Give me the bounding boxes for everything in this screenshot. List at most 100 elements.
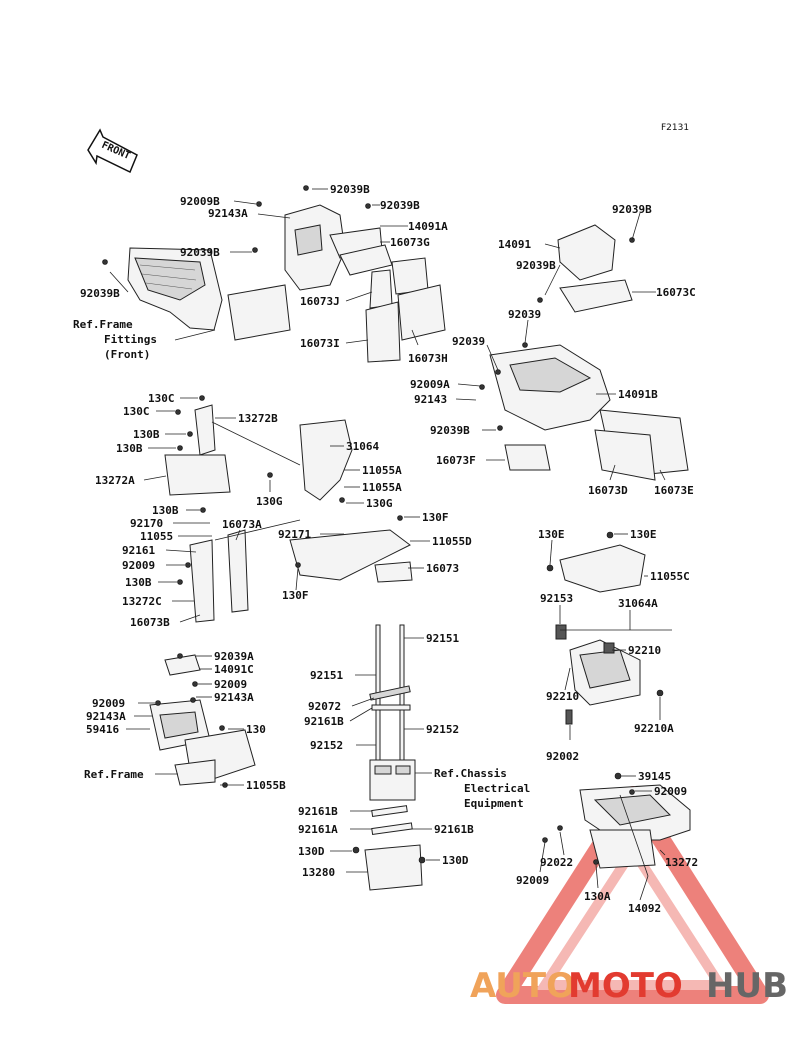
reference-line: (Front) [104,348,150,361]
part-label: 130D [442,854,469,867]
part-label: 11055B [246,779,286,792]
part-label: 130E [630,528,657,541]
part-label: 130B [116,442,143,455]
part-label: 92161B [434,823,474,836]
left-bracket-group [164,395,413,623]
part-label: 130E [538,528,565,541]
part-label: 92151 [310,669,343,682]
part-label: 59416 [86,723,119,736]
part-label: 16073 [426,562,459,575]
part-label: 92009 [92,697,125,710]
part-label: 92161A [298,823,338,836]
part-label: 39145 [638,770,671,783]
part-label: 13272 [665,856,698,869]
part-label: 130B [133,428,160,441]
part-label: 16073C [656,286,696,299]
part-label: 92022 [540,856,573,869]
part-label: 11055A [362,464,402,477]
reference-notes: Ref.Frame Fittings (Front) Ref.Frame Ref… [73,318,530,810]
part-label: 92151 [426,632,459,645]
diagram-code: F2131 [661,123,689,133]
part-label: 92009 [214,678,247,691]
part-label: 130B [125,576,152,589]
part-label: 130C [148,392,175,405]
part-label: 16073I [300,337,340,350]
part-label: 92039A [214,650,254,663]
part-label: 13272C [122,595,162,608]
part-label: 92039B [330,183,370,196]
watermark-part2: MOTO [568,966,683,1006]
part-label: 92039 [508,308,541,321]
reference-line: Ref.Chassis [434,767,507,780]
part-label: 130 [246,723,266,736]
reference-line: Equipment [464,797,524,810]
part-label: 14092 [628,902,661,915]
part-label: 13272A [95,474,135,487]
part-label: 92170 [130,517,163,530]
part-label: 130G [366,497,393,510]
part-label: 11055A [362,481,402,494]
part-label: 92039B [80,287,120,300]
part-label: 92039 [452,335,485,348]
part-label: 16073F [436,454,476,467]
front-arrow-icon: FRONT [87,128,138,174]
part-label: 92143A [214,691,254,704]
part-label: 92009A [410,378,450,391]
part-label: 31064A [618,597,658,610]
part-label: 92009 [654,785,687,798]
part-label: 14091C [214,663,254,676]
part-label: 16073B [130,616,170,629]
watermark-triangle [496,786,769,1004]
part-label: 14091 [498,238,531,251]
part-label: 92039B [516,259,556,272]
part-label: 92009 [122,559,155,572]
part-label: 92009 [516,874,549,887]
part-label: 92143A [86,710,126,723]
part-label: 92152 [310,739,343,752]
part-label: 13272B [238,412,278,425]
part-label: 92210 [546,690,579,703]
part-label: 130G [256,495,283,508]
part-label: 92009B [180,195,220,208]
part-label: 92210A [634,722,674,735]
part-label: 92072 [308,700,341,713]
part-label: 92161B [304,715,344,728]
reference-line: Electrical [464,782,530,795]
part-label: 16073H [408,352,448,365]
watermark-part1: AUTO [470,966,575,1006]
part-label: 92039B [430,424,470,437]
part-label: 14091B [618,388,658,401]
part-label: 13280 [302,866,335,879]
part-labels: 92009B 92143A 92039B 92039B 14091A 92039… [80,183,698,915]
part-label: 16073D [588,484,628,497]
part-label: 31064 [346,440,379,453]
part-label: 92210 [628,644,661,657]
leader-lines [109,188,672,901]
part-label: 130C [123,405,150,418]
lower-tray-group [149,653,256,788]
front-fender-group [102,185,446,363]
part-label: 92039B [180,246,220,259]
battery-group [352,624,426,891]
watermark-part3: HUB [706,966,788,1006]
part-label: 92161 [122,544,155,557]
reference-line: Fittings [104,333,157,346]
part-label: 92039B [612,203,652,216]
part-label: 130D [298,845,325,858]
part-label: 130F [422,511,449,524]
part-label: 11055D [432,535,472,548]
part-label: 11055 [140,530,173,543]
part-label: 130B [152,504,179,517]
right-mount-group [546,531,664,725]
watermark-logo: AUTO MOTO HUB [470,966,788,1006]
reference-line: Ref.Frame [73,318,133,331]
part-label: 92143 [414,393,447,406]
reference-line: Ref.Frame [84,768,144,781]
part-label: 16073J [300,295,340,308]
part-label: 130A [584,890,611,903]
part-label: 92039B [380,199,420,212]
part-label: 92143A [208,207,248,220]
part-label: 92161B [298,805,338,818]
part-label: 92153 [540,592,573,605]
